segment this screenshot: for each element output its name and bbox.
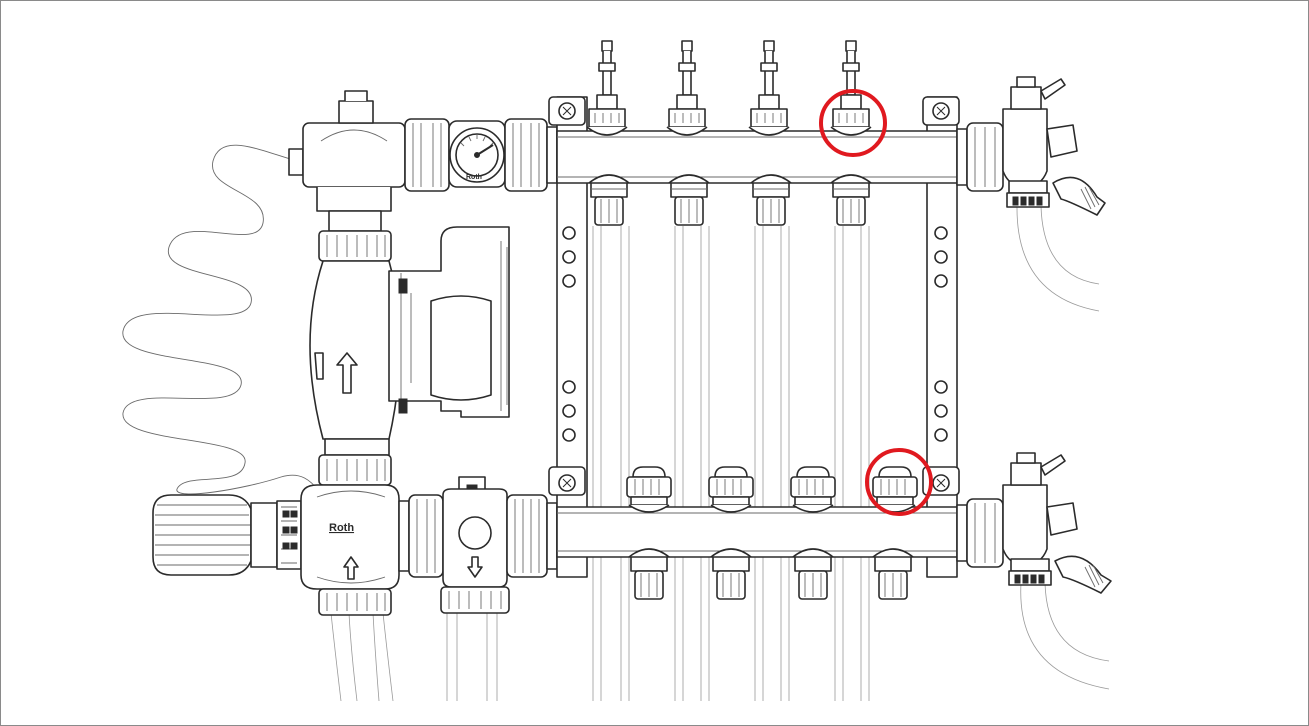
highlight-circle-icon: [819, 89, 887, 157]
union-nut: [506, 494, 558, 578]
return-tee: [440, 476, 510, 614]
gauge-brand-label: Roth: [466, 174, 482, 181]
thermostatic-head-icon: [152, 494, 302, 576]
mixing-valve: Roth: [300, 484, 400, 616]
bottom-outlet-connectors: [628, 548, 914, 600]
circulation-pump-icon: [309, 210, 510, 440]
ball-valve-icon: [956, 452, 1112, 594]
ball-valve-icon: [956, 76, 1106, 216]
union-nut: [318, 438, 392, 486]
union-nut: [398, 494, 444, 578]
flow-meter-icon: [586, 40, 872, 136]
union-nut: [404, 118, 450, 192]
sensor-cable: [122, 144, 320, 495]
air-vent-tee: [288, 90, 406, 212]
mixing-valve-brand-label: Roth: [329, 522, 354, 534]
highlight-circle-icon: [865, 448, 933, 516]
supply-pipes: [330, 205, 1110, 702]
bottom-valve-caps: [626, 466, 918, 513]
union-nut: [504, 118, 558, 192]
top-outlet-connectors: [588, 174, 872, 226]
temperature-gauge-icon: Roth: [448, 120, 506, 188]
top-manifold-bar: [556, 130, 958, 184]
